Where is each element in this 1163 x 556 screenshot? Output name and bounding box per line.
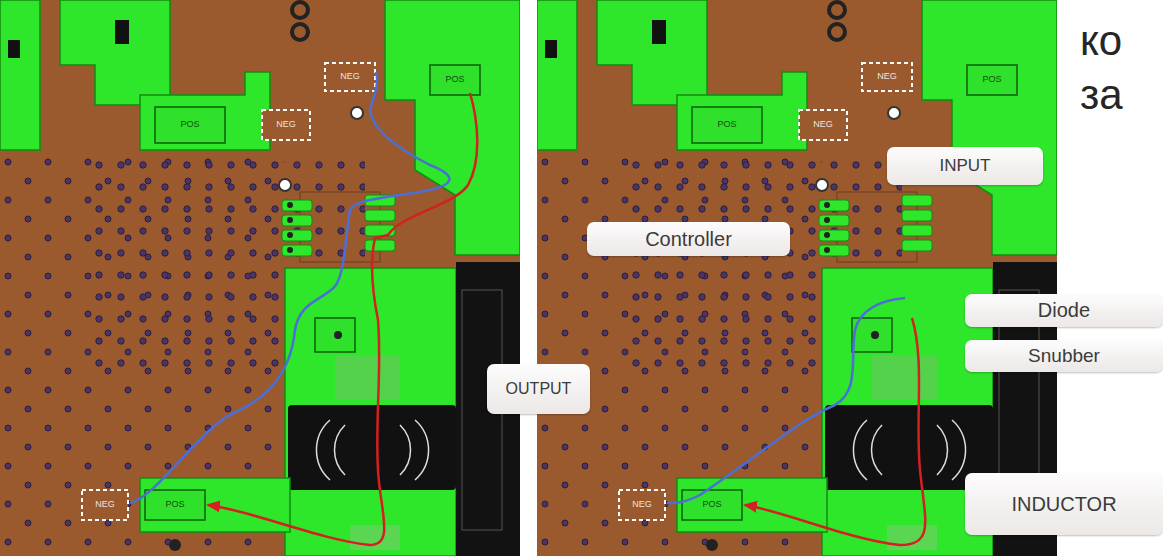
pad-label: POS: [443, 75, 466, 85]
callout-text: Diode: [1038, 299, 1090, 322]
pad-label: NEG: [274, 120, 298, 130]
heading-fragment: ко: [1080, 18, 1122, 64]
callout-box: Snubber: [965, 340, 1163, 372]
pad-label: POS: [715, 120, 738, 130]
callout-text: OUTPUT: [506, 380, 572, 398]
pad-label: POS: [980, 75, 1003, 85]
callout-box: Diode: [965, 294, 1163, 327]
pad-label: NEG: [875, 72, 899, 82]
callout-box: OUTPUT: [487, 364, 590, 414]
pad-label: NEG: [630, 500, 654, 510]
callout-text: Controller: [645, 228, 732, 251]
pad-label: NEG: [811, 120, 835, 130]
callout-box: INPUT: [887, 147, 1043, 185]
pad-label: NEG: [338, 72, 362, 82]
callout-box: Controller: [587, 222, 790, 256]
current-loop-red: [208, 93, 477, 545]
pad-label: POS: [163, 500, 186, 510]
pad-label: NEG: [93, 500, 117, 510]
callout-box: INDUCTOR: [965, 473, 1163, 535]
current-loop-red: [745, 318, 925, 545]
left-board: [0, 0, 520, 556]
current-loop-blue: [130, 72, 449, 503]
pad-label: POS: [700, 500, 723, 510]
heading-fragment: за: [1080, 72, 1123, 118]
callout-text: INDUCTOR: [1011, 493, 1116, 516]
pad-label: POS: [178, 120, 201, 130]
current-loop-blue: [667, 298, 905, 503]
callout-text: Snubber: [1028, 345, 1100, 367]
callout-text: INPUT: [940, 156, 991, 176]
